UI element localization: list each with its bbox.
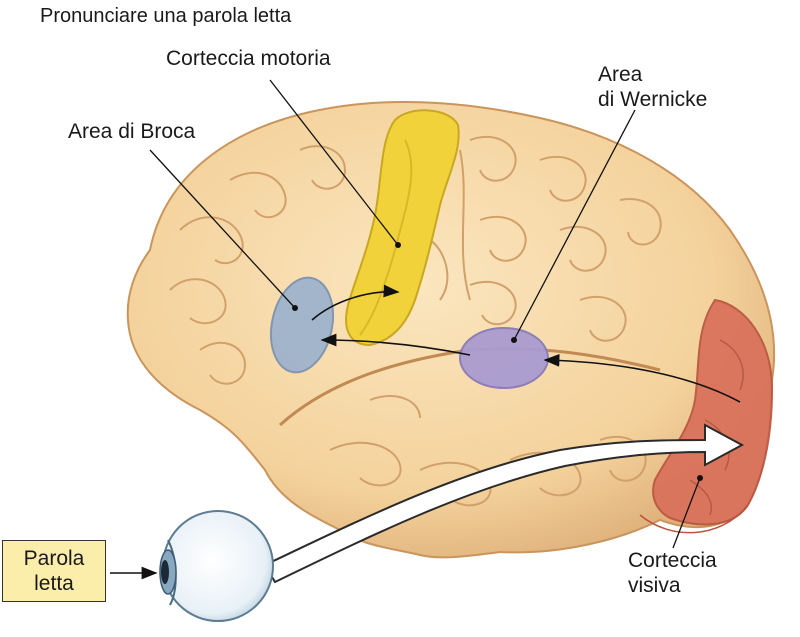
wernicke-leader xyxy=(513,109,636,341)
broca-leader xyxy=(149,149,296,309)
label-visual-cortex: Corteccia visiva xyxy=(628,548,717,598)
visual-leader xyxy=(672,477,701,549)
gyri-texture xyxy=(169,135,662,507)
wernicke-area xyxy=(459,327,549,389)
visual-to-wernicke-arrow xyxy=(543,353,741,403)
label-visual-line2: visiva xyxy=(628,574,681,597)
diagram-title: Pronunciare una parola letta xyxy=(40,5,292,27)
label-visual-line1: Corteccia xyxy=(628,549,717,572)
label-motor-cortex: Corteccia motoria xyxy=(166,47,331,70)
eye-illustration xyxy=(159,510,274,622)
input-word-line2: letta xyxy=(34,572,74,595)
visual-cortex-area xyxy=(652,298,774,526)
input-word-line1: Parola xyxy=(23,547,85,570)
label-wernicke-line2: di Wernicke xyxy=(598,88,708,111)
broca-to-motor-arrow xyxy=(311,284,400,321)
motor-leader xyxy=(269,79,399,246)
label-wernicke-line1: Area xyxy=(598,63,643,86)
label-broca-area: Area di Broca xyxy=(68,120,196,143)
label-wernicke-area: Area di Wernicke xyxy=(598,62,707,112)
wernicke-to-broca-arrow xyxy=(320,333,471,356)
visual-pathway-arrow xyxy=(263,423,745,584)
input-word-box: Parola letta xyxy=(2,540,106,602)
broca-area xyxy=(270,276,334,374)
